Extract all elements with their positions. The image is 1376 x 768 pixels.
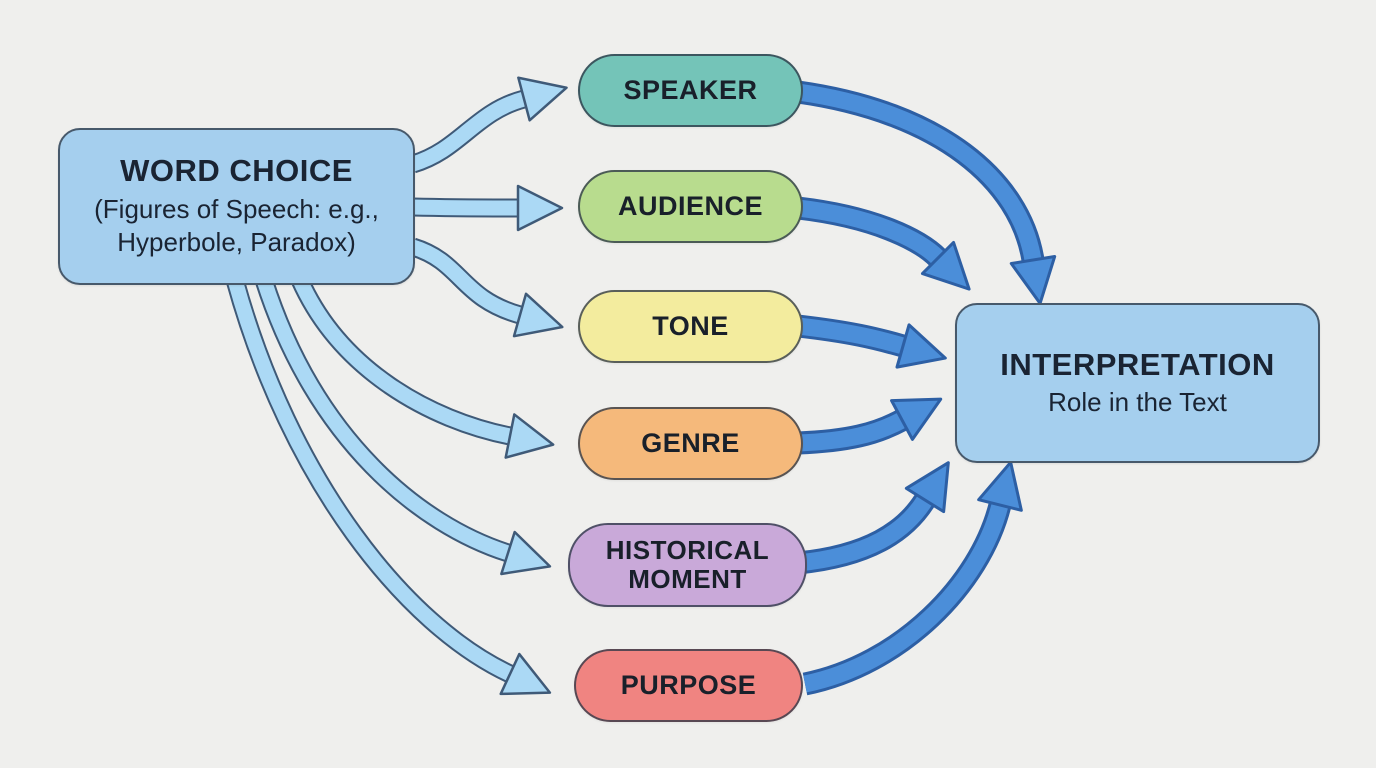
arrow-genre-to-interpretation (797, 397, 943, 455)
arrow-wordchoice-to-genre (291, 276, 555, 459)
factor-label: TONE (652, 311, 729, 342)
factor-pill-tone: TONE (578, 290, 803, 363)
factor-label: SPEAKER (623, 75, 758, 106)
word-choice-subtitle: (Figures of Speech: e.g., Hyperbole, Par… (94, 193, 379, 260)
factor-pill-purpose: PURPOSE (574, 649, 803, 722)
interpretation-title: INTERPRETATION (1000, 346, 1275, 382)
interpretation-subtitle: Role in the Text (1048, 387, 1227, 418)
arrow-wordchoice-to-audience (412, 184, 564, 232)
arrow-wordchoice-to-speaker (409, 76, 568, 174)
factor-pill-audience: AUDIENCE (578, 170, 803, 243)
arrow-tone-to-interpretation (796, 314, 947, 369)
word-choice-title: WORD CHOICE (120, 153, 353, 189)
arrow-historical-moment-to-interpretation (796, 461, 950, 575)
word-choice-subtitle-line-2: Hyperbole, Paradox) (117, 227, 356, 258)
word-choice-subtitle-line-1: (Figures of Speech: e.g., (94, 194, 379, 225)
arrow-wordchoice-to-historical-moment (254, 277, 552, 576)
factor-label: AUDIENCE (617, 191, 763, 222)
arrow-audience-to-interpretation (796, 196, 971, 291)
arrow-wordchoice-to-purpose (225, 277, 552, 696)
factor-label: PURPOSE (620, 670, 757, 701)
word-choice-box: WORD CHOICE (Figures of Speech: e.g., Hy… (58, 128, 415, 285)
interpretation-box: INTERPRETATION Role in the Text (955, 303, 1320, 463)
factor-pill-speaker: SPEAKER (578, 54, 803, 127)
factor-label: HISTORICAL MOMENT (605, 534, 770, 594)
factor-pill-genre: GENRE (578, 407, 803, 480)
arrow-speaker-to-interpretation (796, 80, 1057, 305)
arrow-wordchoice-to-tone (409, 237, 564, 338)
factor-pill-historical-moment: HISTORICAL MOMENT (568, 523, 807, 607)
arrow-purpose-to-interpretation (802, 460, 1023, 696)
factor-label: GENRE (641, 428, 740, 459)
